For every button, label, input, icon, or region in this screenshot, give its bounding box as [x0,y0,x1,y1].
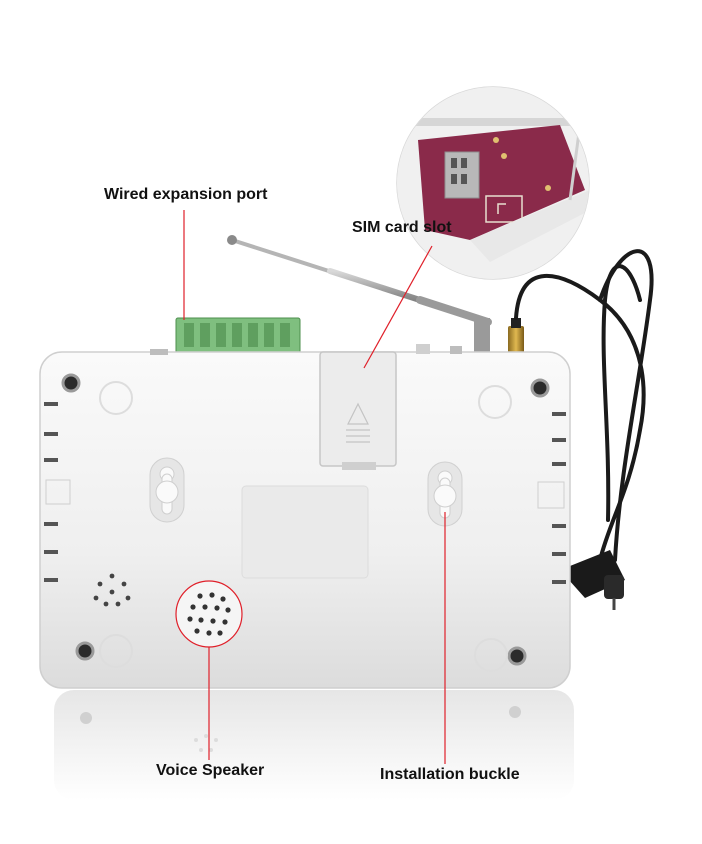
sim-detail-inset [396,86,590,280]
device-housing [39,344,571,689]
power-plug [560,550,625,610]
antenna [227,235,492,354]
power-cable [514,249,654,562]
sma-connector [508,318,524,356]
sim-card-slot-label: SIM card slot [352,219,452,236]
callout-lines [183,210,446,764]
voice-speaker-label: Voice Speaker [156,762,265,779]
installation-buckle-label: Installation buckle [380,766,520,783]
device-reflection [54,690,574,800]
terminal-block [175,317,301,355]
keyhole-mount-left [149,457,185,523]
voice-speaker [175,580,243,648]
wired-expansion-port-label: Wired expansion port [104,186,268,203]
keyhole-mount-right [427,461,463,527]
